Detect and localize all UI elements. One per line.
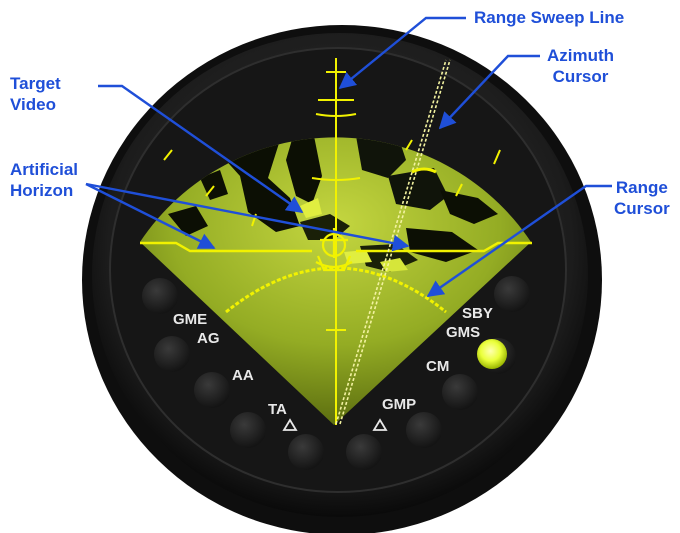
callout-artificial-horizon-line2: Horizon — [10, 181, 74, 200]
button-gme[interactable] — [142, 278, 178, 314]
callout-artificial-horizon-line1: Artificial — [10, 160, 79, 179]
label-cm: CM — [426, 358, 449, 375]
range-sweep-line — [311, 58, 361, 425]
label-gms: GMS — [446, 324, 480, 341]
button-sby[interactable] — [494, 276, 530, 312]
mode-buttons — [142, 276, 530, 470]
leader-target-video — [98, 84, 304, 213]
triangle-icon-left — [282, 418, 298, 431]
button-ta[interactable] — [230, 412, 266, 448]
triangle-icon-right — [372, 418, 388, 431]
artificial-horizon-line — [140, 241, 532, 253]
callout-artificial-horizon: Artificial Horizon — [10, 159, 78, 201]
leader-artificial-horizon-a — [85, 182, 216, 250]
button-gmp[interactable] — [406, 412, 442, 448]
range-cursor-arc — [225, 266, 447, 314]
callout-target-video: Target Video — [10, 73, 61, 115]
label-gme: GME — [173, 311, 207, 328]
callout-range-sweep-line-text: Range Sweep Line — [474, 8, 625, 27]
callout-azimuth-cursor-line1: Azimuth — [547, 46, 615, 65]
callout-range-cursor-line2: Cursor — [614, 199, 670, 218]
label-ta: TA — [268, 401, 287, 418]
label-ag: AG — [197, 330, 220, 347]
callout-target-video-line2: Video — [10, 95, 56, 114]
callout-azimuth-cursor-line2: Cursor — [552, 67, 609, 86]
leader-azimuth-cursor — [438, 54, 540, 130]
leader-artificial-horizon-b — [85, 182, 410, 252]
callout-range-cursor: Range Cursor — [614, 177, 670, 219]
leader-range-cursor — [426, 184, 612, 297]
callout-range-cursor-line1: Range — [615, 178, 668, 197]
callout-target-video-line1: Target — [10, 74, 61, 93]
label-sby: SBY — [462, 305, 493, 322]
aircraft-symbol — [315, 228, 353, 272]
label-gmp: GMP — [382, 396, 416, 413]
callout-azimuth-cursor: Azimuth Cursor — [547, 45, 614, 87]
callout-leaders — [85, 16, 612, 297]
button-lower-left[interactable] — [288, 434, 324, 470]
leader-range-sweep-line — [338, 16, 466, 90]
button-aa[interactable] — [194, 372, 230, 408]
callout-range-sweep-line: Range Sweep Line — [474, 7, 624, 28]
button-lower-right[interactable] — [346, 434, 382, 470]
label-aa: AA — [232, 367, 254, 384]
button-ag[interactable] — [154, 336, 190, 372]
button-cm[interactable] — [442, 374, 478, 410]
standby-lamp — [477, 339, 507, 369]
